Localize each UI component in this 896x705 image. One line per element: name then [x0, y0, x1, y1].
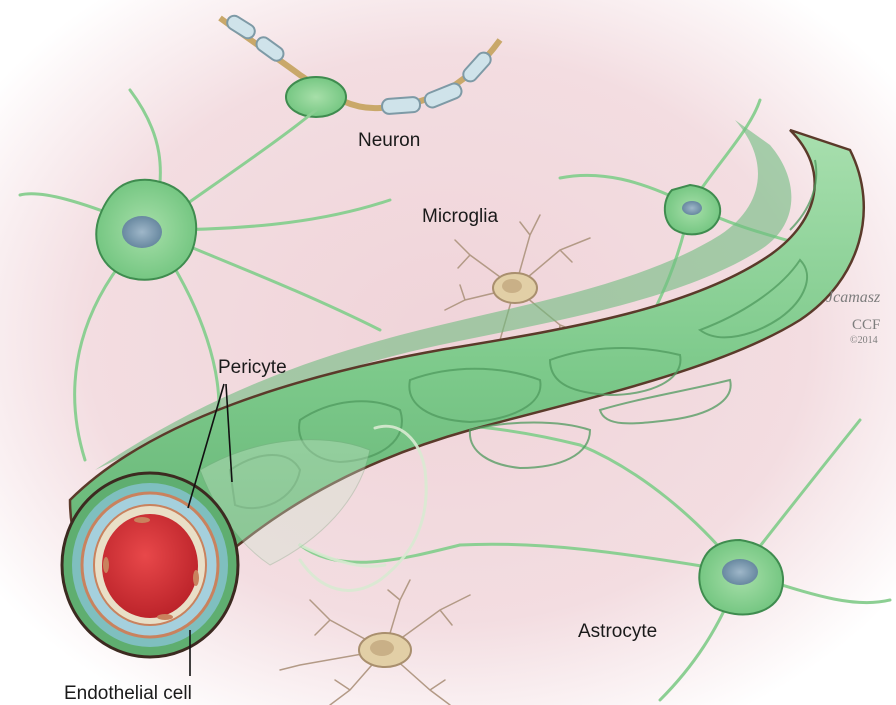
astrocyte-label: Astrocyte [578, 622, 657, 641]
artist-signature: Jcamasz [826, 290, 880, 306]
vessel-cross-section [62, 473, 238, 657]
pericyte-label: Pericyte [218, 358, 287, 377]
neuron-label: Neuron [358, 131, 420, 150]
signature-org: CCF [852, 318, 880, 333]
signature-year: ©2014 [850, 336, 878, 346]
endothelial-cell-label: Endothelial cell [64, 684, 192, 703]
microglia-label: Microglia [422, 207, 498, 226]
